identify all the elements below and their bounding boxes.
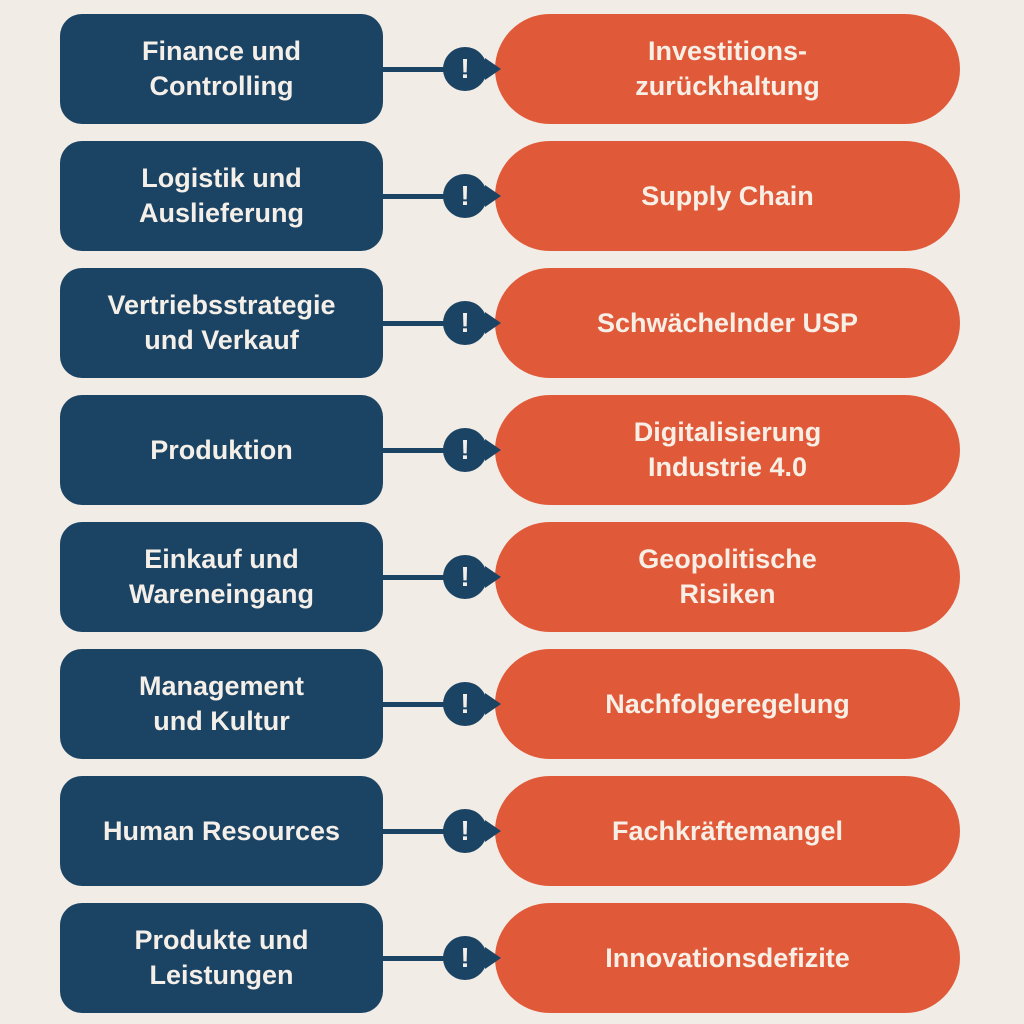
function-box: Finance und Controlling [60, 14, 383, 124]
function-box: Management und Kultur [60, 649, 383, 759]
exclamation-icon: ! [443, 428, 487, 472]
diagram-row: Einkauf und Wareneingang ! Geopolitische… [60, 522, 960, 632]
challenge-pill: Nachfolgeregelung [495, 649, 960, 759]
connector-line [383, 320, 493, 326]
connector: ! [383, 522, 501, 632]
diagram-row: Produktion ! Digitalisierung Industrie 4… [60, 395, 960, 505]
diagram-row: Management und Kultur ! Nachfolgeregelun… [60, 649, 960, 759]
exclamation-icon: ! [443, 936, 487, 980]
challenge-label: Geopolitische Risiken [638, 544, 817, 609]
arrow-right-icon [485, 566, 501, 588]
function-box: Vertriebsstrategie und Verkauf [60, 268, 383, 378]
connector: ! [383, 395, 501, 505]
connector: ! [383, 649, 501, 759]
challenge-pill: Geopolitische Risiken [495, 522, 960, 632]
arrow-right-icon [485, 58, 501, 80]
challenge-pill: Supply Chain [495, 141, 960, 251]
challenge-label: Innovationsdefizite [605, 942, 850, 973]
diagram-row: Vertriebsstrategie und Verkauf ! Schwäch… [60, 268, 960, 378]
challenge-pill: Digitalisierung Industrie 4.0 [495, 395, 960, 505]
function-label: Human Resources [102, 815, 341, 846]
exclamation-icon: ! [443, 809, 487, 853]
function-box: Logistik und Auslieferung [60, 141, 383, 251]
connector-line [383, 574, 493, 580]
challenge-label: Digitalisierung Industrie 4.0 [633, 417, 822, 482]
challenge-pill: Innovationsdefizite [495, 903, 960, 1013]
challenge-pill: Investitions- zurückhaltung [495, 14, 960, 124]
function-label: Produkte und Leistungen [134, 925, 309, 990]
exclamation-icon: ! [443, 301, 487, 345]
arrow-right-icon [485, 439, 501, 461]
exclamation-icon: ! [443, 555, 487, 599]
function-label: Produktion [150, 434, 293, 465]
connector-line [383, 447, 493, 453]
function-box: Produkte und Leistungen [60, 903, 383, 1013]
connector: ! [383, 903, 501, 1013]
connector-line [383, 828, 493, 834]
challenge-pill: Schwächelnder USP [495, 268, 960, 378]
function-label: Finance und Controlling [141, 36, 301, 101]
challenge-label: Investitions- zurückhaltung [635, 36, 820, 101]
connector: ! [383, 14, 501, 124]
challenge-label: Nachfolgeregelung [605, 688, 850, 719]
function-box: Einkauf und Wareneingang [60, 522, 383, 632]
exclamation-icon: ! [443, 682, 487, 726]
challenge-label: Schwächelnder USP [596, 307, 859, 338]
connector-line [383, 955, 493, 961]
diagram-row: Logistik und Auslieferung ! Supply Chain [60, 141, 960, 251]
exclamation-icon: ! [443, 174, 487, 218]
connector-line [383, 193, 493, 199]
arrow-right-icon [485, 947, 501, 969]
connector-line [383, 66, 493, 72]
function-label: Logistik und Auslieferung [138, 163, 305, 228]
function-box: Produktion [60, 395, 383, 505]
exclamation-icon: ! [443, 47, 487, 91]
connector: ! [383, 141, 501, 251]
arrow-right-icon [485, 185, 501, 207]
arrow-right-icon [485, 312, 501, 334]
arrow-right-icon [485, 693, 501, 715]
function-box: Human Resources [60, 776, 383, 886]
arrow-right-icon [485, 820, 501, 842]
diagram-row: Finance und Controlling ! Investitions- … [60, 14, 960, 124]
function-label: Management und Kultur [138, 671, 305, 736]
function-label: Vertriebsstrategie und Verkauf [107, 290, 336, 355]
diagram-row: Produkte und Leistungen ! Innovationsdef… [60, 903, 960, 1013]
diagram-row: Human Resources ! Fachkräftemangel [60, 776, 960, 886]
challenge-label: Supply Chain [641, 180, 814, 211]
connector-line [383, 701, 493, 707]
challenge-label: Fachkräftemangel [611, 815, 844, 846]
connector: ! [383, 268, 501, 378]
challenge-pill: Fachkräftemangel [495, 776, 960, 886]
function-label: Einkauf und Wareneingang [128, 544, 315, 609]
connector: ! [383, 776, 501, 886]
